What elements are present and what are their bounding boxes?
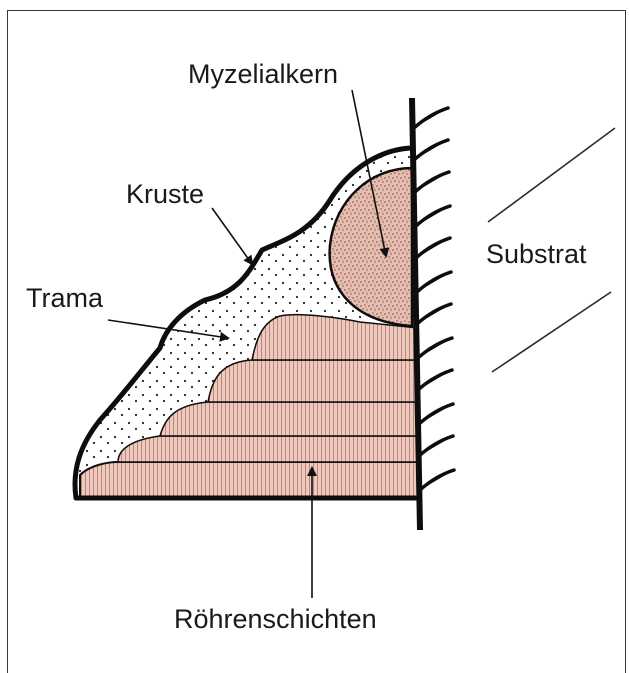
substrat-line-lower <box>492 292 611 372</box>
tube-layer-2 <box>118 436 418 462</box>
label-kruste: Kruste <box>126 179 204 209</box>
kruste-leader <box>212 208 252 264</box>
substrat-line-upper <box>488 128 615 222</box>
tube-layer-1 <box>80 462 418 498</box>
label-substrat: Substrat <box>486 239 587 269</box>
label-trama: Trama <box>26 283 104 313</box>
label-roehrenschichten: Röhrenschichten <box>174 604 377 634</box>
tube-layer-3 <box>160 402 418 436</box>
label-myzelialkern: Myzelialkern <box>188 59 338 89</box>
tube-layer-4 <box>208 360 418 402</box>
